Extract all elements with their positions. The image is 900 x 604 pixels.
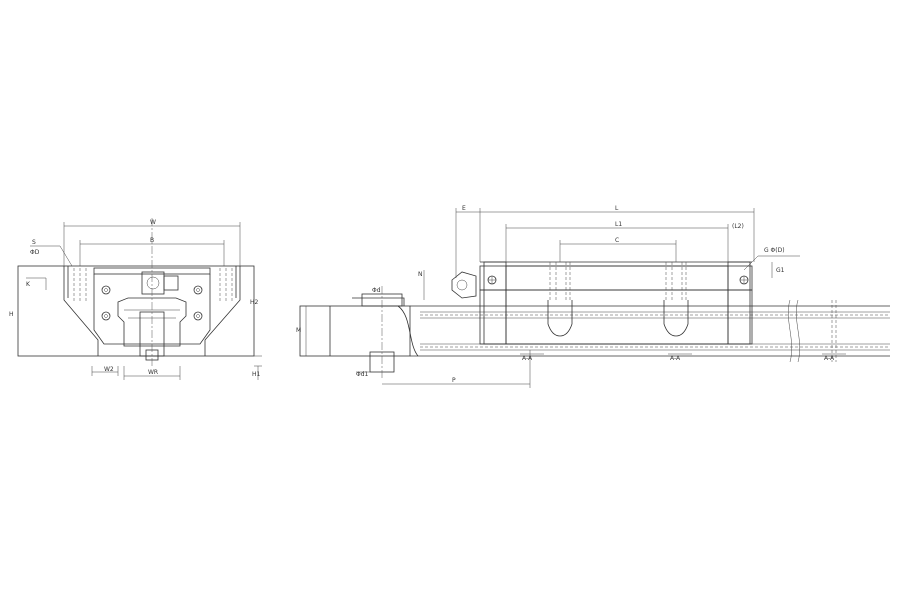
dim-L2: (L2) <box>732 223 744 230</box>
dim-L: L <box>615 205 619 212</box>
dim-S: S <box>32 239 36 246</box>
dim-B: B <box>150 237 154 244</box>
dim-H1: H1 <box>252 371 261 378</box>
end-view: W B S ΦD K H W2 WR H1 H2 <box>9 218 262 380</box>
section-marker-1: A-A <box>522 355 533 362</box>
dim-C: C <box>615 237 619 244</box>
dim-W2: W2 <box>104 366 114 373</box>
side-view: L L1 C E (L2) G Φ(D) G1 N M Φd Φd1 P A-A <box>296 205 890 388</box>
section-marker-3: A-A <box>824 355 835 362</box>
dim-N: N <box>418 271 423 278</box>
dim-M: M <box>296 327 301 334</box>
dim-L1: L1 <box>615 221 622 228</box>
section-marker-2: A-A <box>670 355 681 362</box>
dim-H2: H2 <box>250 299 259 306</box>
dim-G-phi: G Φ(D) <box>764 247 785 254</box>
dim-phi-d1: Φd1 <box>356 371 369 378</box>
dim-E: E <box>462 205 466 212</box>
dim-H: H <box>9 311 14 318</box>
dim-phiD: ΦD <box>30 249 40 256</box>
dim-G1: G1 <box>776 267 785 274</box>
dim-phi-d: Φd <box>372 287 381 294</box>
dim-WR: WR <box>148 369 158 376</box>
dim-W: W <box>150 219 156 226</box>
dim-P: P <box>452 377 456 384</box>
dim-K: K <box>26 281 31 288</box>
